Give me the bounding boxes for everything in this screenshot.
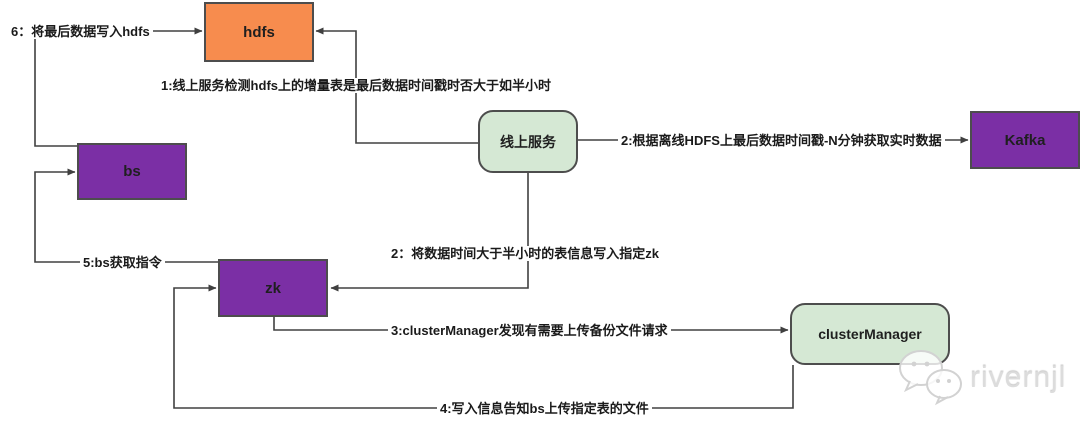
edge-label-1: 1:线上服务检测hdfs上的增量表是最后数据时间戳时否大于如半小时 bbox=[158, 78, 555, 93]
edge-label-3: 3:clusterManager发现有需要上传备份文件请求 bbox=[388, 323, 671, 338]
watermark: rivernjl bbox=[896, 348, 1076, 408]
edge-label-6: 6：将最后数据写入hdfs bbox=[8, 24, 153, 39]
node-zk-label: zk bbox=[265, 279, 281, 297]
edge-4-cluster-manager-to-zk bbox=[173, 284, 794, 409]
node-hdfs-label: hdfs bbox=[243, 23, 275, 41]
node-online-service: 线上服务 bbox=[478, 110, 578, 173]
edge-label-2a: 2:根据离线HDFS上最后数据时间戳-N分钟获取实时数据 bbox=[618, 133, 945, 148]
node-online-service-label: 线上服务 bbox=[500, 133, 556, 150]
edge-label-5: 5:bs获取指令 bbox=[80, 255, 165, 270]
node-bs: bs bbox=[77, 143, 187, 200]
wechat-icon bbox=[899, 350, 962, 406]
node-cluster-manager-label: clusterManager bbox=[818, 326, 922, 342]
watermark-text: rivernjl bbox=[970, 361, 1067, 394]
node-hdfs: hdfs bbox=[204, 2, 314, 62]
node-kafka: Kafka bbox=[970, 111, 1080, 169]
edge-label-2b: 2：将数据时间大于半小时的表信息写入指定zk bbox=[388, 246, 662, 261]
node-zk: zk bbox=[218, 259, 328, 317]
edge-label-4: 4:写入信息告知bs上传指定表的文件 bbox=[437, 401, 652, 416]
node-bs-label: bs bbox=[123, 163, 141, 180]
node-kafka-label: Kafka bbox=[1004, 131, 1046, 149]
edge-2b-online-service-to-zk bbox=[330, 173, 529, 292]
